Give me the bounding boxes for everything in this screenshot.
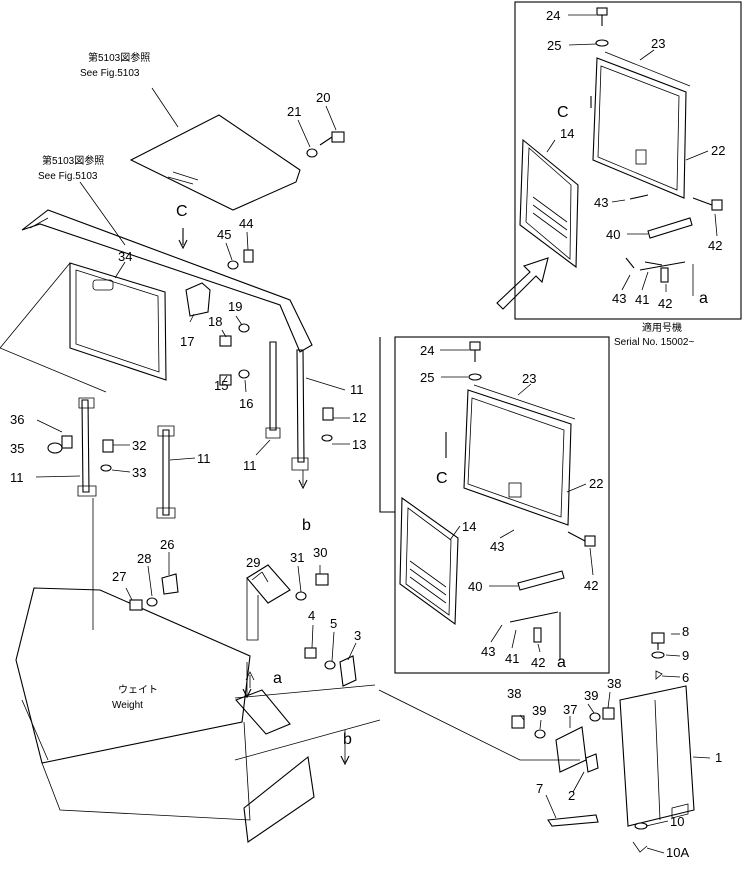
part-22-top: 22 [711, 143, 725, 158]
part-3: 3 [354, 628, 361, 643]
part-31: 31 [290, 550, 304, 565]
part-30: 30 [313, 545, 327, 560]
hardware-lower-centre [125, 552, 357, 766]
part-19: 19 [228, 299, 242, 314]
part-15: 15 [214, 378, 228, 393]
part-22-mid: 22 [589, 476, 603, 491]
side-panel-34 [0, 261, 167, 393]
part-29: 29 [246, 555, 260, 570]
stay-rods [35, 341, 350, 630]
part-5: 5 [330, 616, 337, 631]
part-20: 20 [316, 90, 330, 105]
note-weight-jp: ウェイト [118, 684, 158, 696]
part-11-right: 11 [350, 382, 364, 397]
part-14-top: 14 [560, 126, 574, 141]
note-fig-ref-en-1: See Fig.5103 [80, 68, 140, 79]
inset-pointer-arrow [496, 257, 549, 310]
note-fig-ref-en-2: See Fig.5103 [38, 171, 98, 182]
part-45: 45 [217, 227, 231, 242]
part-33: 33 [132, 465, 146, 480]
part-18: 18 [208, 314, 222, 329]
part-8: 8 [682, 624, 689, 639]
note-serial-en: Serial No. 15002~ [614, 337, 694, 348]
part-11-mid-left: 11 [197, 451, 211, 466]
part-41-mid: 41 [505, 651, 519, 666]
part-35: 35 [10, 441, 24, 456]
part-39-left: 39 [532, 703, 546, 718]
inset-box-middle [379, 336, 610, 674]
part-42-top-a: 42 [708, 238, 722, 253]
part-24-mid: 24 [420, 343, 434, 358]
part-25-top: 25 [547, 38, 561, 53]
ref-letter-c-inset-top: C [557, 104, 569, 121]
part-23-mid: 23 [522, 371, 536, 386]
note-fig-ref-jp-1: 第5103図参照 [88, 51, 150, 64]
ref-letter-a-inset-top: a [699, 290, 708, 307]
part-9: 9 [682, 648, 689, 663]
part-41-top: 41 [635, 292, 649, 307]
part-1: 1 [715, 750, 722, 765]
part-43-top-b: 43 [612, 291, 626, 306]
part-6: 6 [682, 670, 689, 685]
part-23-top: 23 [651, 36, 665, 51]
part-43-top-a: 43 [594, 195, 608, 210]
part-25-mid: 25 [420, 370, 434, 385]
part-2: 2 [568, 788, 575, 803]
counterweight [15, 587, 381, 843]
part-27: 27 [112, 569, 126, 584]
part-11-centre: 11 [243, 458, 257, 473]
part-24-top: 24 [546, 8, 560, 23]
part-21: 21 [287, 104, 301, 119]
part-28: 28 [137, 551, 151, 566]
ref-letter-c-inset-mid: C [436, 470, 448, 487]
part-36: 36 [10, 412, 24, 427]
part-13: 13 [352, 437, 366, 452]
part-32: 32 [132, 438, 146, 453]
part-17: 17 [180, 334, 194, 349]
ref-letter-c-main: C [176, 203, 188, 220]
right-cover-1 [378, 632, 711, 854]
part-10a: 10A [666, 845, 689, 860]
part-4: 4 [308, 608, 315, 623]
ref-letter-b-weight: b [343, 731, 352, 748]
part-44: 44 [239, 216, 253, 231]
part-38-left: 38 [507, 686, 521, 701]
ref-letter-a-weight: a [273, 670, 282, 687]
part-40-mid: 40 [468, 579, 482, 594]
top-frame-bar [21, 181, 313, 353]
part-7: 7 [536, 781, 543, 796]
note-serial-jp: 適用号機 [642, 321, 682, 334]
part-39-right: 39 [584, 688, 598, 703]
bracket-17 [185, 282, 211, 323]
part-42-mid-a: 42 [584, 578, 598, 593]
part-16: 16 [239, 396, 253, 411]
part-26: 26 [160, 537, 174, 552]
hardware-upper-centre [219, 231, 254, 393]
ref-letter-b-stay: b [302, 517, 311, 534]
part-12: 12 [352, 410, 366, 425]
part-42-mid-b: 42 [531, 655, 545, 670]
part-37: 37 [563, 702, 577, 717]
inset-box-top [514, 1, 742, 320]
note-weight-en: Weight [112, 700, 143, 711]
part-34: 34 [118, 249, 132, 264]
part-10: 10 [670, 814, 684, 829]
note-fig-ref-jp-2: 第5103図参照 [42, 154, 104, 167]
part-43-mid-a: 43 [490, 539, 504, 554]
part-14-mid: 14 [462, 519, 476, 534]
part-38-right: 38 [607, 676, 621, 691]
part-40-top: 40 [606, 227, 620, 242]
ref-letter-a-inset-mid: a [557, 654, 566, 671]
part-11-left: 11 [10, 470, 24, 485]
part-43-mid-b: 43 [481, 644, 495, 659]
top-cover-plate [129, 87, 345, 211]
part-42-top-b: 42 [658, 296, 672, 311]
